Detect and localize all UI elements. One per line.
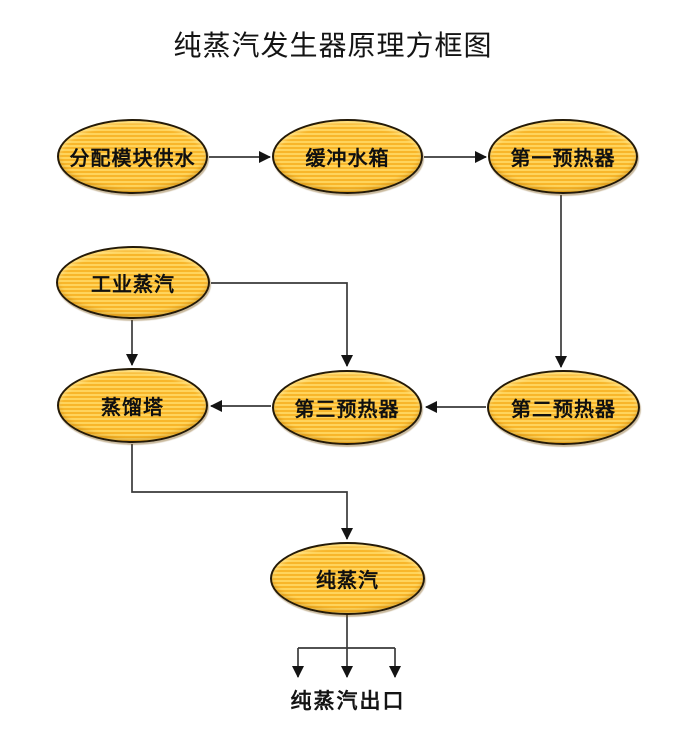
node-preheater-2-label: 第二预热器 bbox=[511, 397, 616, 421]
node-preheater-1: 第一预热器 bbox=[488, 119, 638, 194]
node-industrial-steam: 工业蒸汽 bbox=[56, 246, 210, 319]
node-preheater-3: 第三预热器 bbox=[272, 370, 422, 445]
arrow-distill-to-puresteam bbox=[131, 444, 353, 540]
outlet-label: 纯蒸汽出口 bbox=[290, 688, 406, 713]
node-buffer-tank-label: 缓冲水箱 bbox=[305, 146, 390, 170]
node-preheater-2: 第二预热器 bbox=[487, 370, 640, 445]
node-pure-steam-label: 纯蒸汽 bbox=[316, 568, 379, 592]
arrow-industrial-to-preheater3 bbox=[211, 282, 353, 367]
node-pure-steam: 纯蒸汽 bbox=[270, 542, 425, 615]
node-buffer-tank: 缓冲水箱 bbox=[272, 119, 423, 194]
node-distillation-tower: 蒸馏塔 bbox=[57, 368, 208, 443]
node-supply-water: 分配模块供水 bbox=[57, 119, 208, 194]
node-preheater-3-label: 第三预热器 bbox=[294, 397, 400, 421]
node-distillation-tower-label: 蒸馏塔 bbox=[101, 395, 164, 419]
node-preheater-1-label: 第一预热器 bbox=[510, 146, 616, 170]
diagram-title: 纯蒸汽发生器原理方框图 bbox=[173, 29, 493, 62]
node-supply-water-label: 分配模块供水 bbox=[69, 146, 196, 170]
node-industrial-steam-label: 工业蒸汽 bbox=[91, 272, 175, 296]
